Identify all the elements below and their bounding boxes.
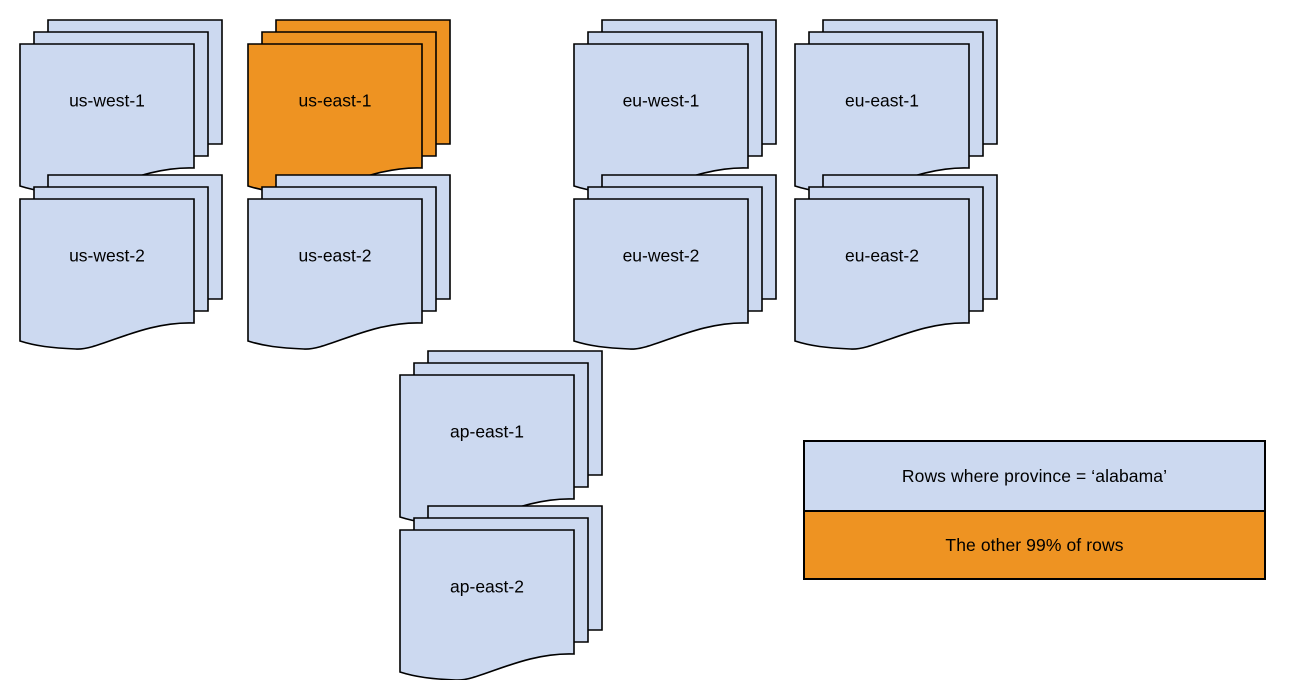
document-stack-label-ap-east-2: ap-east-2 (450, 577, 524, 597)
document-stack-label-eu-east-2: eu-east-2 (845, 246, 919, 266)
document-stack-ap-east-2[interactable]: ap-east-2 (399, 505, 603, 680)
document-stack-us-west-1[interactable]: us-west-1 (19, 19, 223, 195)
document-stack-label-us-east-2: us-east-2 (299, 246, 372, 266)
document-card-front-us-west-1 (19, 43, 195, 195)
document-card-front-eu-east-1 (794, 43, 970, 195)
document-stack-eu-east-1[interactable]: eu-east-1 (794, 19, 998, 195)
document-card-front-us-west-2 (19, 198, 195, 350)
document-stack-eu-west-2[interactable]: eu-west-2 (573, 174, 777, 350)
legend: Rows where province = ‘alabama’ The othe… (803, 440, 1266, 580)
document-stacks-group: us-west-1 us-east-1 eu-west-1 eu-east-1 us-w… (19, 19, 998, 680)
document-stack-label-us-west-2: us-west-2 (69, 246, 145, 266)
document-stack-label-eu-west-1: eu-west-1 (623, 91, 700, 111)
document-card-front-us-east-2 (247, 198, 423, 350)
legend-item-other-label: The other 99% of rows (945, 534, 1124, 555)
document-stack-ap-east-1[interactable]: ap-east-1 (399, 350, 603, 526)
legend-item-other: The other 99% of rows (805, 510, 1264, 578)
document-stack-label-ap-east-1: ap-east-1 (450, 422, 524, 442)
document-card-front-us-east-1 (247, 43, 423, 195)
document-stack-label-us-west-1: us-west-1 (69, 91, 145, 111)
document-stack-us-east-1[interactable]: us-east-1 (247, 19, 451, 195)
document-stack-eu-east-2[interactable]: eu-east-2 (794, 174, 998, 350)
document-stack-us-east-2[interactable]: us-east-2 (247, 174, 451, 350)
document-card-front-eu-east-2 (794, 198, 970, 350)
document-stack-us-west-2[interactable]: us-west-2 (19, 174, 223, 350)
document-stack-eu-west-1[interactable]: eu-west-1 (573, 19, 777, 195)
document-card-front-eu-west-1 (573, 43, 749, 195)
document-stack-label-eu-west-2: eu-west-2 (623, 246, 700, 266)
document-card-front-ap-east-1 (399, 374, 575, 526)
document-card-front-ap-east-2 (399, 529, 575, 680)
document-stack-label-eu-east-1: eu-east-1 (845, 91, 919, 111)
legend-item-alabama-label: Rows where province = ‘alabama’ (901, 465, 1168, 486)
document-card-front-eu-west-2 (573, 198, 749, 350)
document-stack-label-us-east-1: us-east-1 (299, 91, 372, 111)
legend-item-alabama: Rows where province = ‘alabama’ (805, 442, 1264, 510)
